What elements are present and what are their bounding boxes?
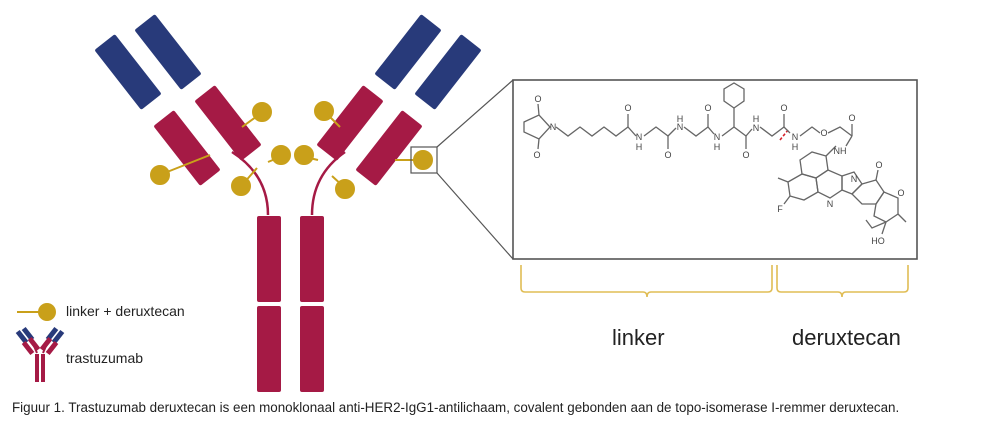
zoom-line-bottom xyxy=(436,172,514,260)
atom-nh1: N xyxy=(636,132,643,142)
light-chain-left-inner xyxy=(135,14,201,90)
atom-ho: HO xyxy=(871,236,885,246)
antibody xyxy=(95,14,481,392)
atom-o11: O xyxy=(848,113,855,123)
glycine-3 xyxy=(759,126,785,137)
legend-label-trastuzumab: trastuzumab xyxy=(66,350,144,366)
figure-caption: Figuur 1. Trastuzumab deruxtecan is een … xyxy=(12,400,900,415)
atom-o3: O xyxy=(624,103,631,113)
atom-nh4: N xyxy=(753,123,760,133)
atom-o5: O xyxy=(704,103,711,113)
lactone-ring xyxy=(873,191,899,223)
structure-frame xyxy=(512,79,918,260)
payload-8 xyxy=(395,150,433,170)
atom-h4: H xyxy=(753,114,760,124)
atom-o7: O xyxy=(780,103,787,113)
atom-n-ring: N xyxy=(827,199,834,209)
atom-o2: O xyxy=(533,150,540,160)
maleimide-ring xyxy=(523,114,551,140)
atom-h1: H xyxy=(636,142,643,152)
atom-o8: O xyxy=(820,128,827,138)
atom-n-maleimide: N xyxy=(550,122,557,132)
legend-payload-icon xyxy=(17,303,56,321)
payload-2 xyxy=(241,102,272,128)
payloads xyxy=(150,101,433,199)
atom-nh2: N xyxy=(677,122,684,132)
linker-brace xyxy=(520,265,773,298)
atom-o1: O xyxy=(534,94,541,104)
fc-heavy-left-upper xyxy=(257,216,281,302)
aromatic-ring xyxy=(787,173,819,201)
glycine-1 xyxy=(643,126,669,137)
legend-label-linker-deruxtecan: linker + deruxtecan xyxy=(66,303,185,319)
atom-f: F xyxy=(777,204,783,214)
hexyl-chain xyxy=(555,126,629,137)
atom-nh6: NH xyxy=(834,146,847,156)
atom-o10: O xyxy=(897,188,904,198)
light-chain-right-outer xyxy=(415,34,481,110)
atom-nh3: N xyxy=(714,132,721,142)
zoom-line-top xyxy=(436,79,514,148)
heavy-chain-left-inner xyxy=(195,85,261,161)
light-chain-left-outer xyxy=(95,34,161,110)
brace-label-linker: linker xyxy=(612,325,665,350)
structure-atom-labels: O O N O N H O N H O N H O N H O N H O O … xyxy=(533,94,904,246)
phenyl-ring xyxy=(723,82,745,109)
heavy-chain-right-inner xyxy=(317,85,383,161)
chemical-structure xyxy=(523,82,907,235)
atom-o4: O xyxy=(664,150,671,160)
heavy-chain-left-outer xyxy=(154,110,220,186)
oxymethyl-linker xyxy=(799,126,821,137)
atom-o6: O xyxy=(742,150,749,160)
fc-heavy-right-lower xyxy=(300,306,324,392)
brace-label-deruxtecan: deruxtecan xyxy=(792,325,901,350)
zoom-source-box xyxy=(410,146,438,174)
phenylalanine-backbone xyxy=(721,126,747,137)
light-chain-right-inner xyxy=(375,14,441,90)
payload-4 xyxy=(267,145,291,165)
cleavage-mark xyxy=(779,129,789,141)
atom-h3: H xyxy=(714,142,721,152)
atom-h5: H xyxy=(792,142,799,152)
fc-heavy-left-lower xyxy=(257,306,281,392)
atom-h2: H xyxy=(677,114,684,124)
braces xyxy=(520,265,909,298)
atom-n-ring2: N xyxy=(851,174,858,184)
payload-3 xyxy=(231,167,258,196)
atom-o9: O xyxy=(875,160,882,170)
quinoline-ring xyxy=(815,169,843,199)
glycine-2 xyxy=(683,126,709,137)
payload-7 xyxy=(331,175,355,199)
payload-6 xyxy=(314,101,341,128)
heavy-chain-right-outer xyxy=(356,110,422,186)
fc-heavy-right-upper xyxy=(300,216,324,302)
atom-nh5: N xyxy=(792,132,799,142)
legend-antibody-icon xyxy=(15,326,65,382)
zoom-callout xyxy=(410,79,918,260)
payload-1 xyxy=(150,154,211,185)
deruxtecan-brace xyxy=(776,265,909,298)
payload-5 xyxy=(294,145,319,165)
